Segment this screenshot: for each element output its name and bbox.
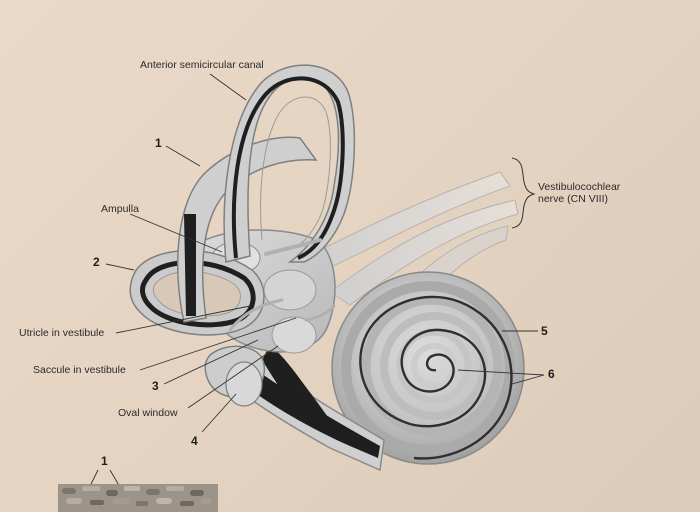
label-oval-window: Oval window	[118, 408, 178, 419]
leader-2	[106, 264, 134, 270]
callout-5: 5	[541, 325, 548, 337]
label-nerve-line-1: Vestibulocochlear	[538, 181, 620, 193]
leader-4	[202, 394, 236, 432]
callout-3: 3	[152, 380, 159, 392]
leader-anterior-canal	[210, 74, 246, 100]
callout-1: 1	[155, 137, 162, 149]
label-ampulla: Ampulla	[101, 204, 139, 215]
callout-bottom-1: 1	[101, 455, 108, 467]
leader-1	[166, 146, 200, 166]
callout-2: 2	[93, 256, 100, 268]
callout-6: 6	[548, 368, 555, 380]
saccule-shape	[272, 317, 316, 353]
label-saccule-in-vestibule: Saccule in vestibule	[33, 365, 126, 376]
label-vestibulocochlear-nerve: Vestibulocochlear nerve (CN VIII)	[538, 181, 620, 205]
label-utricle-in-vestibule: Utricle in vestibule	[19, 328, 104, 339]
label-nerve-line-2: nerve (CN VIII)	[538, 193, 620, 205]
tissue-texture	[58, 484, 218, 512]
label-anterior-semicircular-canal: Anterior semicircular canal	[140, 60, 264, 71]
nerve-brace	[512, 158, 534, 228]
callout-4: 4	[191, 435, 198, 447]
